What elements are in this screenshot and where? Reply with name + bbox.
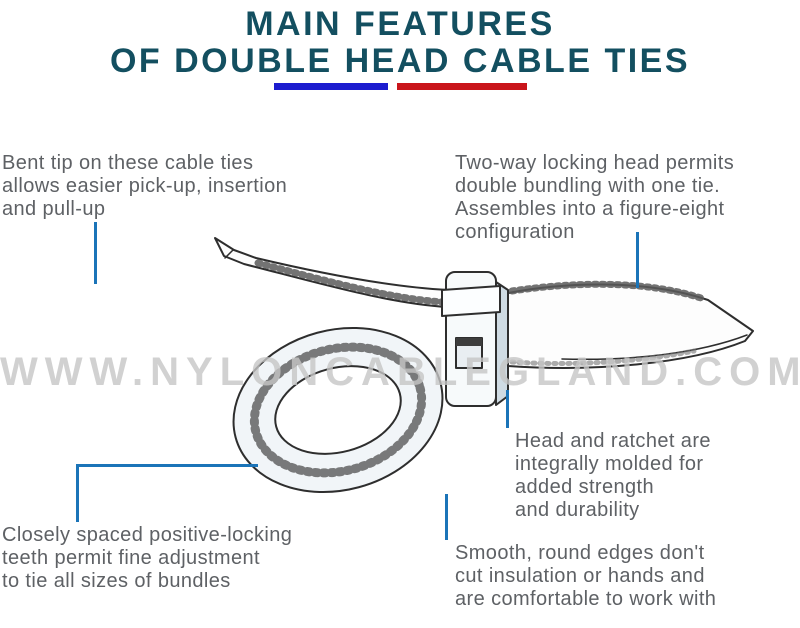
leader-line-teeth-vertical: [76, 464, 79, 522]
leader-line-teeth-horizontal: [76, 464, 258, 467]
callout-text-line: allows easier pick-up, insertion: [2, 175, 288, 197]
callout-text-line: Closely spaced positive-locking: [2, 524, 293, 546]
title-line-2: OF DOUBLE HEAD CABLE TIES: [109, 42, 691, 80]
right-strap-lower-teeth: [509, 348, 697, 366]
callout-text-line: Head and ratchet are: [515, 430, 711, 452]
leader-line-bent-tip: [94, 222, 97, 284]
page-title: MAIN FEATURES OF DOUBLE HEAD CABLE TIES: [0, 0, 800, 80]
title-line-1: MAIN FEATURES: [245, 5, 555, 43]
right-strap-loop: [493, 280, 754, 369]
locking-head: [441, 271, 509, 407]
callout-text-line: Two-way locking head permits: [455, 152, 735, 174]
callout-text-line: Smooth, round edges don't: [455, 542, 705, 564]
callout-text-line: cut insulation or hands and: [455, 565, 705, 587]
leader-line-smooth-edges: [445, 494, 448, 540]
left-strap-teeth: [254, 259, 448, 306]
callout-text-line: Assembles into a figure-eight: [455, 198, 725, 220]
leader-line-two-way-head: [636, 232, 639, 288]
callout-text-line: and durability: [515, 499, 640, 521]
divider-blue-bar: [273, 83, 388, 90]
title-divider: [0, 83, 800, 90]
callout-text-line: are comfortable to work with: [455, 588, 717, 610]
divider-red-bar: [396, 83, 527, 90]
head-cross-band: [441, 285, 501, 317]
callout-head-and-ratchet: Head and ratchet are integrally molded f…: [515, 430, 711, 522]
callout-two-way-locking-head: Two-way locking head permits double bund…: [455, 152, 734, 244]
callout-text-line: Bent tip on these cable ties: [2, 152, 254, 174]
callout-text-line: added strength: [515, 476, 655, 498]
callout-text-line: configuration: [455, 221, 575, 243]
leader-line-head-ratchet: [506, 390, 509, 428]
callout-bent-tip: Bent tip on these cable ties allows easi…: [2, 152, 287, 221]
callout-text-line: and pull-up: [2, 198, 106, 220]
coil-teeth: [249, 342, 427, 478]
callout-text-line: to tie all sizes of bundles: [2, 570, 231, 592]
callout-text-line: integrally molded for: [515, 453, 704, 475]
callout-text-line: teeth permit fine adjustment: [2, 547, 260, 569]
right-strap-teeth: [508, 280, 708, 303]
callout-text-line: double bundling with one tie.: [455, 175, 721, 197]
callout-locking-teeth: Closely spaced positive-locking teeth pe…: [2, 524, 292, 593]
strap-coil: [232, 327, 444, 493]
callout-smooth-edges: Smooth, round edges don't cut insulation…: [455, 542, 716, 611]
head-ratchet: [456, 338, 482, 346]
bent-tip-strap: [214, 237, 449, 308]
